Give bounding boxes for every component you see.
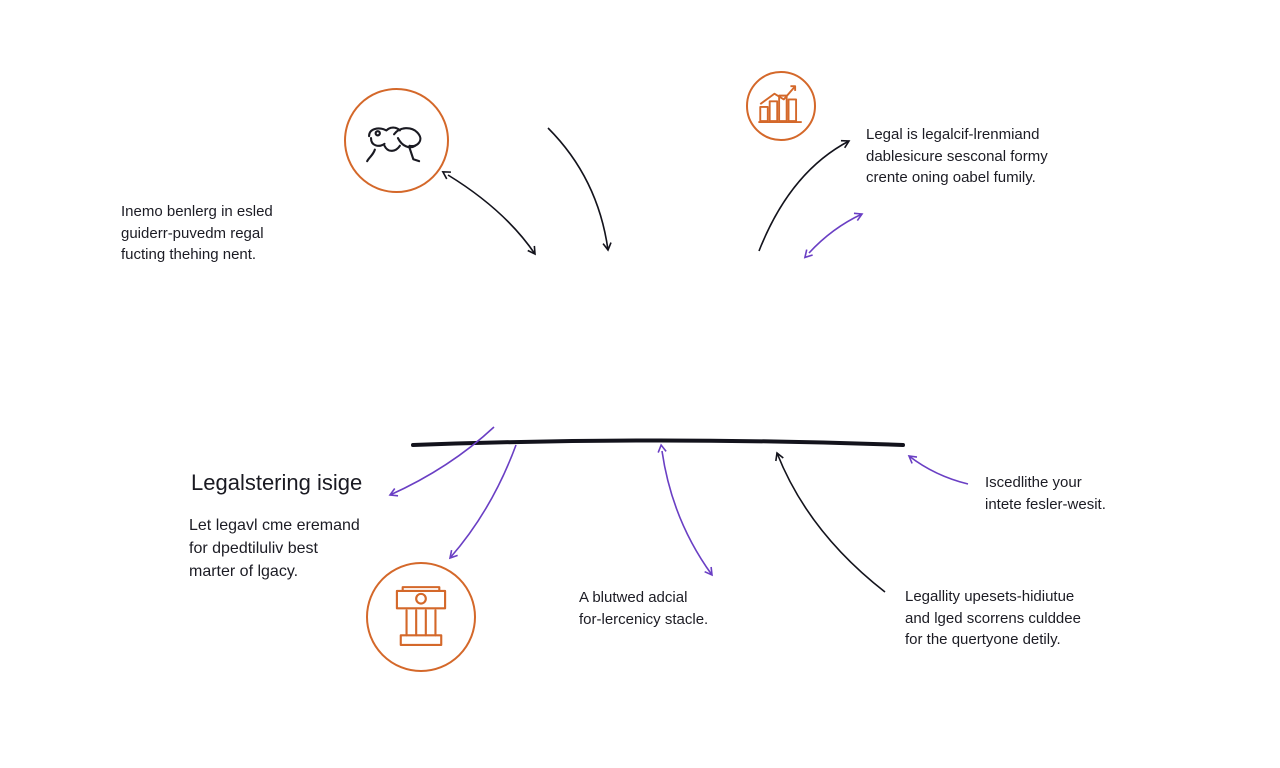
note-line: Inemo benlerg in esled <box>121 203 273 220</box>
connector-arrow <box>441 171 536 256</box>
note-bottom-right: Legallity upesets-hidiutue and lged scor… <box>905 586 1081 651</box>
connector-arrow <box>758 139 851 252</box>
note-line: and lged scorrens culddee <box>905 609 1081 627</box>
note-line: Legal is legalcif-lrenmiand <box>866 126 1040 143</box>
connector-arrow <box>775 451 886 593</box>
connector-arrow <box>907 455 969 485</box>
connector-arrow <box>547 127 612 252</box>
connector-arrow <box>803 212 864 259</box>
note-line: Legallity upesets-hidiutue <box>905 588 1075 605</box>
note-line: for the quertyone detily. <box>905 631 1061 648</box>
note-line: marter of lgacy. <box>189 563 299 580</box>
note-line: Let legavl cme eremand <box>189 517 360 534</box>
note-left-top: Inemo benlerg in esled guiderr-puvedm re… <box>121 201 273 266</box>
note-line: intete fesler-wesit. <box>985 495 1106 513</box>
note-line: dablesicure sesconal formy <box>866 147 1048 165</box>
note-line: guiderr-puvedm regal <box>121 224 264 242</box>
note-line: fucting thehing nent. <box>121 246 257 263</box>
note-bottom-center: A blutwed adcial for-lercenicy stacle. <box>579 587 708 630</box>
monument-icon <box>366 562 476 672</box>
note-right-mid: Iscedlithe your intete fesler-wesit. <box>985 472 1106 515</box>
note-line: crente oning oabel fumily. <box>866 169 1036 186</box>
bar-chart-icon <box>746 71 816 141</box>
connector-arrow <box>448 444 517 560</box>
section-heading: Legalstering isige <box>191 470 363 495</box>
handshake-icon <box>344 88 449 193</box>
note-line: Iscedlithe your <box>985 474 1082 491</box>
note-line: for-lercenicy stacle. <box>579 610 709 628</box>
note-left-mid: Let legavl cme eremand for dpedtiluliv b… <box>189 514 360 583</box>
note-line: A blutwed adcial <box>579 589 688 606</box>
note-line: for dpedtiluliv best <box>189 540 318 557</box>
timeline-bar <box>411 438 905 447</box>
connector-arrow <box>388 426 495 497</box>
note-right-top: Legal is legalcif-lrenmiand dablesicure … <box>866 124 1048 189</box>
connector-arrow <box>657 443 713 577</box>
